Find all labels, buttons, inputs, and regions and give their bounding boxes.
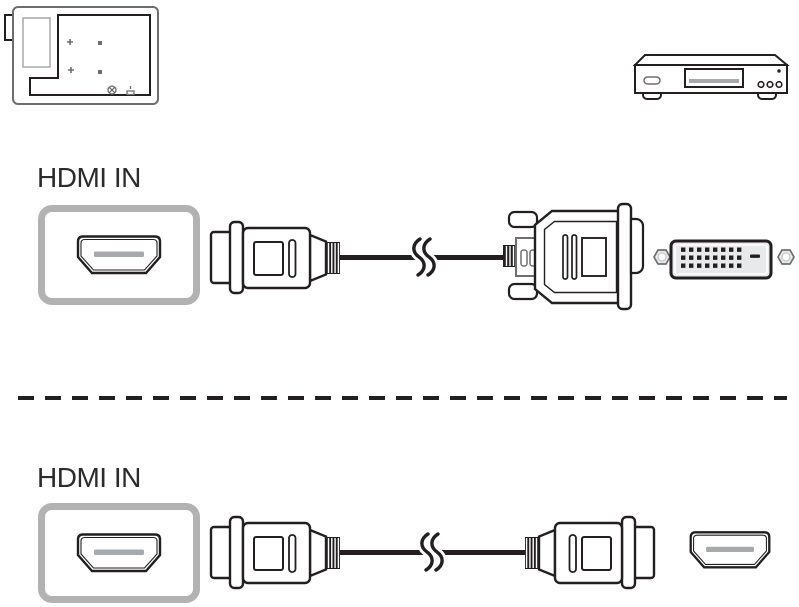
- display-back-panel-icon: [4, 6, 159, 105]
- hdmi-in-label: HDMI IN: [37, 162, 141, 193]
- cable-break-icon: [417, 529, 447, 575]
- hdmi-in-label: HDMI IN: [37, 462, 141, 493]
- hdmi-in-port-box: [38, 503, 200, 603]
- hdmi-in-port-box: [38, 205, 200, 305]
- dvi-port-icon: [653, 239, 795, 280]
- hdmi-receptacle-icon: [76, 533, 162, 573]
- hdmi-plug-icon: [209, 220, 340, 295]
- hdmi-plug-icon-mirrored: [525, 515, 656, 590]
- hdmi-receptacle-icon: [76, 235, 162, 275]
- dvi-plug-icon: [503, 202, 645, 311]
- cable-break-icon: [409, 234, 439, 280]
- hdmi-plug-icon: [209, 515, 340, 590]
- media-player-icon: [632, 54, 790, 100]
- dashed-divider: [18, 396, 787, 400]
- hdmi-receptacle-icon: [689, 531, 771, 569]
